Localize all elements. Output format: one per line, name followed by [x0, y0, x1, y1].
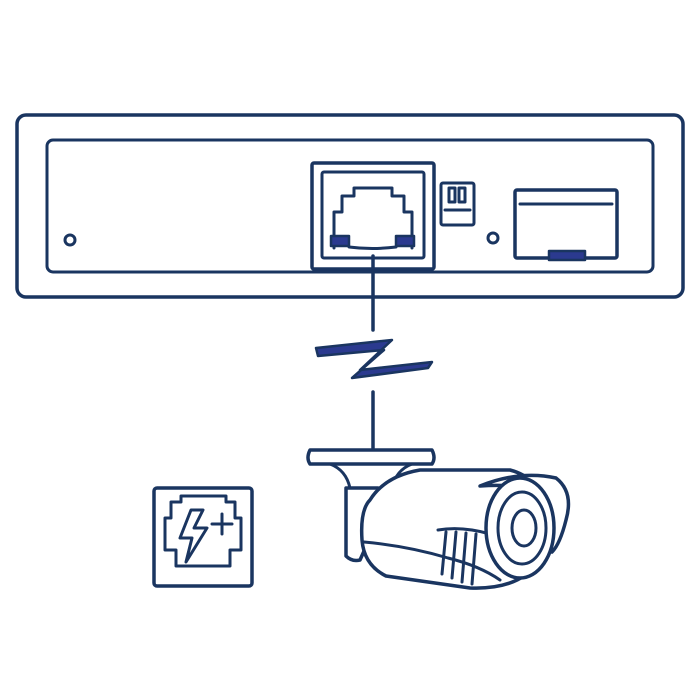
ethernet-port-housing	[310, 161, 436, 271]
ethernet-jack-outline	[332, 186, 414, 250]
camera-rib-4	[470, 532, 478, 586]
ethernet-led-left	[329, 234, 351, 248]
poe-badge-frame	[152, 486, 254, 588]
switch-front-panel	[45, 138, 655, 274]
wireless-lightning-link	[314, 254, 434, 450]
sfp-port-icon	[513, 188, 619, 262]
camera-mount-plate	[306, 448, 436, 466]
sfp-port-housing	[513, 188, 619, 260]
camera-lens-ring-middle	[496, 490, 548, 566]
dip-switch-icon	[439, 181, 476, 227]
ethernet-led-right	[394, 234, 416, 248]
network-switch	[15, 113, 685, 299]
camera-rib-2	[450, 530, 458, 580]
camera-body-seam	[362, 540, 502, 582]
dip-switch-housing	[439, 181, 476, 227]
switch-outer-frame	[15, 113, 685, 299]
dip-toggle-2	[457, 186, 467, 204]
led-indicator-right-icon	[486, 231, 500, 245]
ethernet-port-icon	[310, 161, 436, 271]
dip-toggle-1	[447, 186, 457, 204]
ethernet-jack-base	[347, 245, 398, 250]
camera-rib-1	[440, 530, 448, 576]
led-indicator-left-icon	[63, 233, 77, 247]
poe-jack-outline	[163, 494, 243, 568]
camera-rib-3	[460, 531, 468, 584]
bullet-camera-icon	[306, 448, 571, 590]
lightning-bolt-icon	[314, 338, 434, 380]
poe-plus-icon	[152, 486, 254, 588]
poe-bolt-icon	[178, 508, 209, 564]
sfp-port-latch	[547, 249, 587, 262]
camera-lens-icon	[510, 508, 538, 548]
